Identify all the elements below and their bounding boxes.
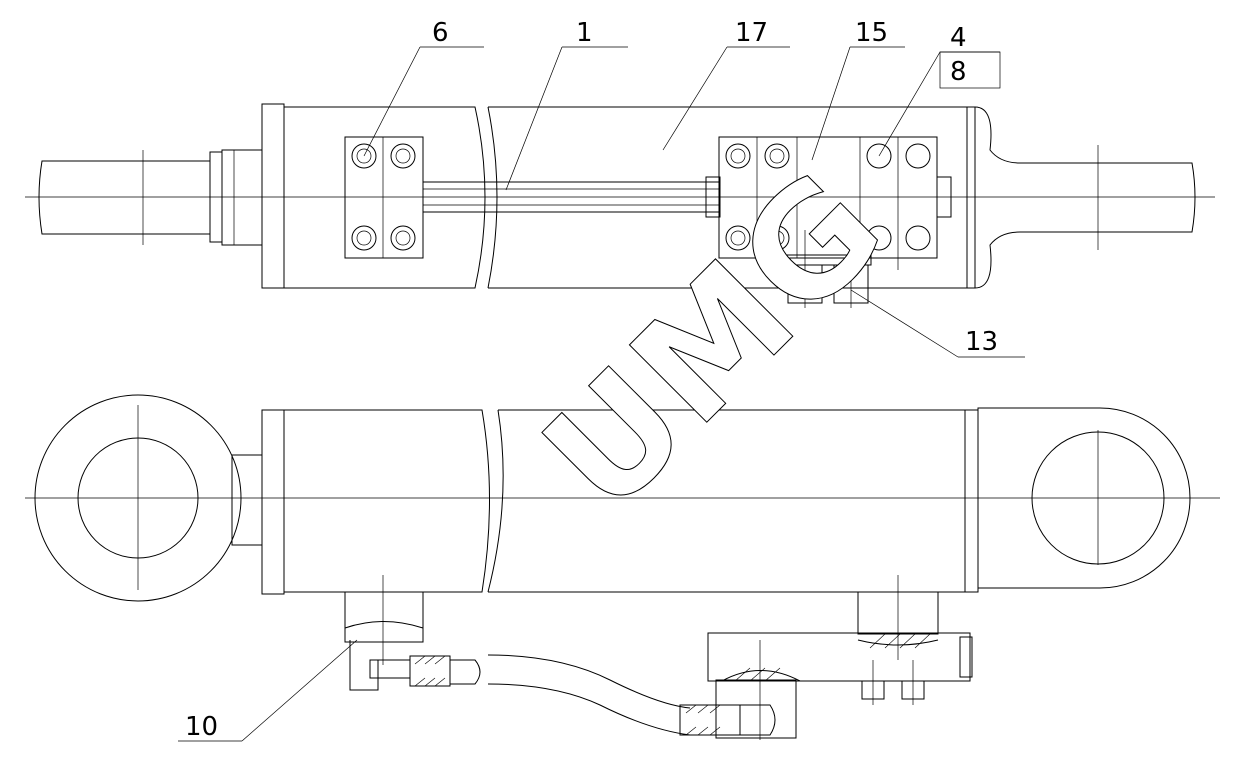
callout-8-box [939, 51, 1001, 89]
bolt-icon [351, 143, 416, 251]
barrel-left-section [283, 106, 486, 289]
right-nut [679, 704, 741, 736]
break-line-top [487, 106, 498, 289]
left-clamp-block [344, 136, 424, 259]
break-line-bottom [487, 409, 504, 593]
left-elbow [349, 640, 410, 691]
left-eye-outer [34, 394, 242, 602]
bottom-view [25, 394, 1220, 740]
callout-8: 8 [950, 57, 967, 87]
umg-watermark: UMG [511, 138, 918, 545]
bottom-manifold [707, 632, 971, 682]
callout-13: 13 [965, 327, 998, 357]
callout-6: 6 [432, 18, 449, 48]
callout-4: 4 [950, 23, 967, 53]
left-nut [409, 655, 451, 687]
callout-15: 15 [855, 18, 888, 48]
hose-upper [487, 654, 691, 709]
hose-lower [487, 683, 691, 736]
left-gland [221, 149, 263, 246]
top-view [25, 103, 1215, 308]
barrel-right-section [488, 106, 976, 289]
left-rod-end [38, 160, 211, 235]
callout-1: 1 [576, 18, 593, 48]
callouts: 6 1 17 15 4 8 13 10 [178, 18, 1025, 742]
barrel-bottom-left [283, 409, 490, 593]
bolt-icon [725, 143, 931, 251]
left-end-flange [261, 103, 285, 289]
right-elbow-block [715, 679, 797, 739]
right-eye [977, 407, 1191, 589]
callout-10: 10 [185, 712, 218, 742]
left-port-boss [344, 591, 424, 643]
watermark-text: UMG [512, 139, 918, 545]
callout-17: 17 [735, 18, 768, 48]
right-rod-end [974, 106, 1196, 289]
left-flange-bottom [261, 409, 285, 595]
